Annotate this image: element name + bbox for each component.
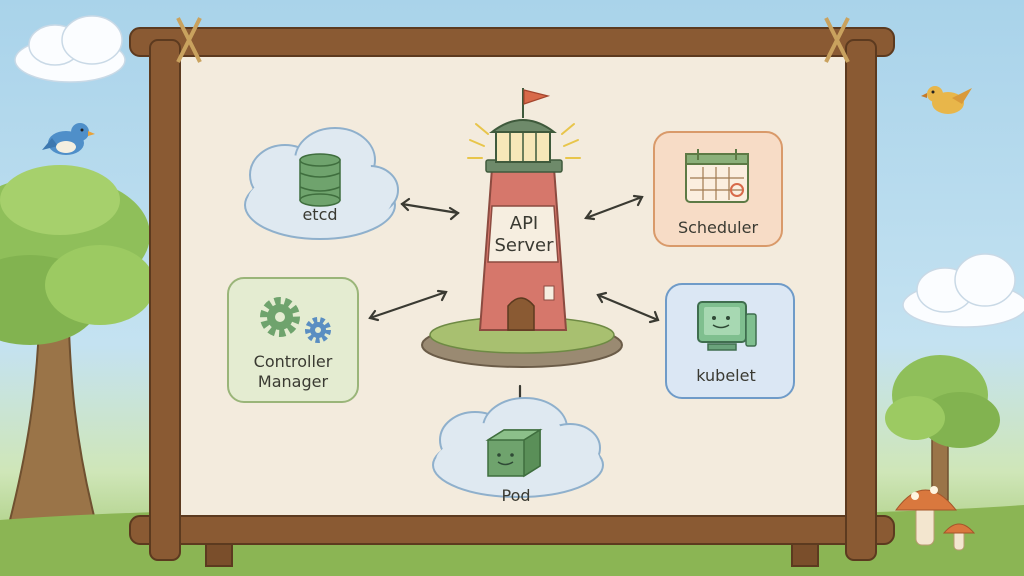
api-server-line1: API: [509, 213, 539, 234]
cloud-decoration-right: [902, 253, 1024, 328]
computer-icon: [697, 301, 757, 351]
etcd-node: [244, 127, 399, 240]
arrows: [368, 194, 660, 409]
tree-right-icon: [885, 355, 1000, 501]
database-icon: [299, 153, 341, 207]
cube-icon: [485, 428, 543, 478]
controller-label-line1: Controller: [253, 352, 333, 371]
kubelet-node: [665, 283, 795, 399]
wooden-frame: [129, 27, 895, 567]
tree-left-icon: [0, 165, 155, 521]
arrow-scheduler-api: [584, 194, 644, 221]
rope-knot-icon: [176, 17, 850, 63]
arrow-kubelet-api: [596, 291, 660, 324]
scheduler-label: Scheduler: [677, 218, 759, 237]
flag-icon: [523, 89, 551, 105]
arrow-controller-api: [368, 289, 448, 322]
scheduler-node: [653, 131, 783, 247]
yellow-bird-icon: [921, 86, 972, 114]
etcd-label: etcd: [302, 205, 338, 224]
light-rays: [467, 123, 581, 159]
controller-manager-label: Controller Manager: [254, 352, 333, 392]
blue-bird-icon: [42, 123, 95, 155]
arrow-etcd-api: [400, 197, 460, 221]
api-server-label: API Server: [479, 213, 569, 257]
door-icon: [507, 297, 535, 331]
gear-icon: [260, 297, 300, 337]
calendar-icon: [685, 149, 749, 203]
api-server-line2: Server: [494, 235, 554, 256]
pod-node: [432, 397, 604, 498]
cloud-decoration-left: [14, 15, 126, 83]
mushroom-icon: [895, 486, 976, 551]
kubelet-label: kubelet: [696, 366, 756, 385]
small-gear-icon: [305, 317, 331, 343]
controller-manager-node: [227, 277, 359, 403]
pod-label: Pod: [501, 486, 531, 505]
controller-label-line2: Manager: [257, 372, 329, 391]
lighthouse-icon: [421, 88, 623, 368]
